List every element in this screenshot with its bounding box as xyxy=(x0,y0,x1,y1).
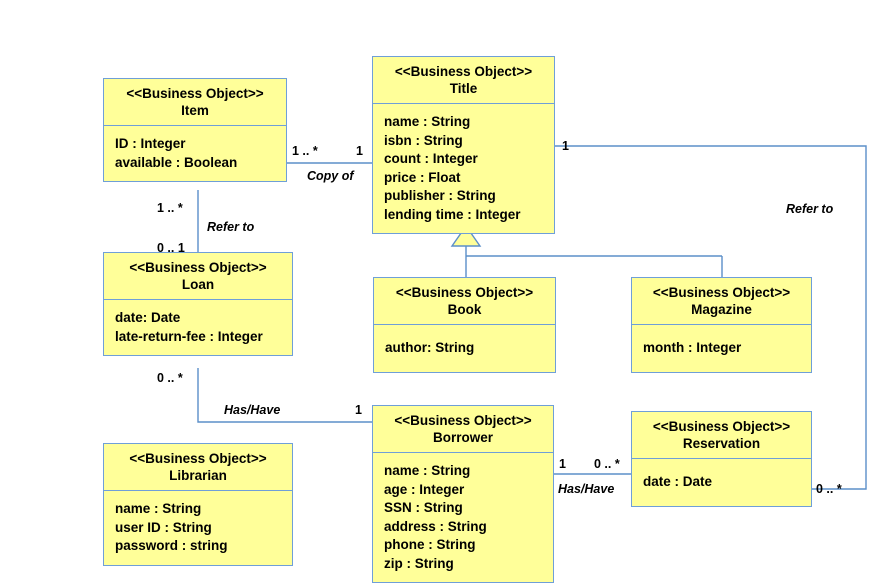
class-name-librarian: Librarian xyxy=(169,468,227,483)
class-box-item[interactable]: <<Business Object>> Item ID : Integer av… xyxy=(103,78,287,182)
class-attributes-librarian: name : String user ID : String password … xyxy=(104,491,292,565)
class-stereotype-book: <<Business Object>> xyxy=(395,285,534,300)
class-name-book: Book xyxy=(447,302,482,317)
class-box-title[interactable]: <<Business Object>> Title name : String … xyxy=(372,56,555,234)
edge-title-reservation xyxy=(555,145,867,490)
multiplicity-title-reservation-target: 0 .. * xyxy=(816,482,842,496)
class-attributes-loan: date: Date late-return-fee : Integer xyxy=(104,300,292,355)
multiplicity-loan-borrower-source: 0 .. * xyxy=(157,371,183,385)
class-attributes-title: name : String isbn : String count : Inte… xyxy=(373,104,554,233)
class-attribute: publisher : String xyxy=(384,188,496,203)
class-attribute: password : string xyxy=(115,538,228,553)
association-label-loan-borrower: Has/Have xyxy=(224,403,281,417)
multiplicity-item-loan-target: 0 .. 1 xyxy=(157,241,185,255)
inheritance-triangle-icon xyxy=(450,224,482,247)
class-box-loan[interactable]: <<Business Object>> Loan date: Date late… xyxy=(103,252,293,356)
class-attribute: date: Date xyxy=(115,310,181,325)
class-header-borrower: <<Business Object>> Borrower xyxy=(373,406,553,453)
class-box-librarian[interactable]: <<Business Object>> Librarian name : Str… xyxy=(103,443,293,566)
class-attribute: address : String xyxy=(384,518,487,534)
class-header-title: <<Business Object>> Title xyxy=(373,57,554,104)
class-stereotype-borrower: <<Business Object>> xyxy=(394,413,532,428)
class-name-reservation: Reservation xyxy=(682,436,761,451)
class-stereotype-item: <<Business Object>> xyxy=(126,86,264,101)
class-attributes-item: ID : Integer available : Boolean xyxy=(104,126,286,181)
class-header-loan: <<Business Object>> Loan xyxy=(104,253,292,300)
class-header-magazine: <<Business Object>> Magazine xyxy=(632,278,811,325)
class-stereotype-librarian: <<Business Object>> xyxy=(129,451,267,466)
class-attributes-borrower: name : String age : Integer SSN : String… xyxy=(373,453,553,582)
class-attribute: late-return-fee : Integer xyxy=(115,328,263,344)
class-stereotype-title: <<Business Object>> xyxy=(394,64,533,79)
class-attributes-reservation: date : Date xyxy=(632,459,811,506)
association-label-item-title: Copy of xyxy=(307,169,354,183)
association-label-item-loan: Refer to xyxy=(207,220,255,234)
multiplicity-item-loan-source: 1 .. * xyxy=(157,201,183,215)
multiplicity-item-title-target: 1 xyxy=(356,144,363,158)
edge-loan-borrower xyxy=(197,368,372,423)
class-attribute: month : Integer xyxy=(643,340,742,355)
class-name-magazine: Magazine xyxy=(691,302,752,317)
class-attribute: lending time : Integer xyxy=(384,206,521,222)
multiplicity-item-title-source: 1 .. * xyxy=(292,144,318,158)
class-attribute: name : String xyxy=(115,501,202,516)
class-header-book: <<Business Object>> Book xyxy=(374,278,555,325)
class-header-reservation: <<Business Object>> Reservation xyxy=(632,412,811,459)
class-name-loan: Loan xyxy=(181,277,215,292)
class-attribute: ID : Integer xyxy=(115,136,186,151)
class-attributes-magazine: month : Integer xyxy=(632,325,811,372)
multiplicity-borrower-reservation-source: 1 xyxy=(559,457,566,471)
association-label-borrower-reservation: Has/Have xyxy=(558,482,615,496)
class-attribute: age : Integer xyxy=(384,481,465,497)
class-stereotype-reservation: <<Business Object>> xyxy=(652,419,791,434)
class-name-item: Item xyxy=(181,103,209,118)
class-box-borrower[interactable]: <<Business Object>> Borrower name : Stri… xyxy=(372,405,554,583)
class-attribute: name : String xyxy=(384,463,471,478)
association-label-title-reservation: Refer to xyxy=(786,202,834,216)
multiplicity-loan-borrower-target: 1 xyxy=(355,403,362,417)
class-attribute: name : String xyxy=(384,114,471,129)
class-attribute: phone : String xyxy=(384,537,476,552)
class-name-borrower: Borrower xyxy=(432,430,493,445)
class-stereotype-loan: <<Business Object>> xyxy=(129,260,267,275)
class-header-item: <<Business Object>> Item xyxy=(104,79,286,126)
class-attributes-book: author: String xyxy=(374,325,555,372)
class-box-magazine[interactable]: <<Business Object>> Magazine month : Int… xyxy=(631,277,812,373)
class-header-librarian: <<Business Object>> Librarian xyxy=(104,444,292,491)
class-name-title: Title xyxy=(449,81,478,96)
multiplicity-title-reservation-source: 1 xyxy=(562,139,569,153)
class-attribute: isbn : String xyxy=(384,132,463,148)
multiplicity-borrower-reservation-target: 0 .. * xyxy=(594,457,620,471)
class-box-book[interactable]: <<Business Object>> Book author: String xyxy=(373,277,556,373)
class-attribute: available : Boolean xyxy=(115,154,238,170)
class-attribute: author: String xyxy=(385,340,475,355)
class-attribute: date : Date xyxy=(643,474,713,489)
class-attribute: price : Float xyxy=(384,169,461,185)
class-attribute: SSN : String xyxy=(384,500,463,515)
class-attribute: count : Integer xyxy=(384,151,478,166)
class-box-reservation[interactable]: <<Business Object>> Reservation date : D… xyxy=(631,411,812,507)
class-attribute: zip : String xyxy=(384,555,454,571)
class-attribute: user ID : String xyxy=(115,519,212,535)
class-stereotype-magazine: <<Business Object>> xyxy=(652,285,791,300)
